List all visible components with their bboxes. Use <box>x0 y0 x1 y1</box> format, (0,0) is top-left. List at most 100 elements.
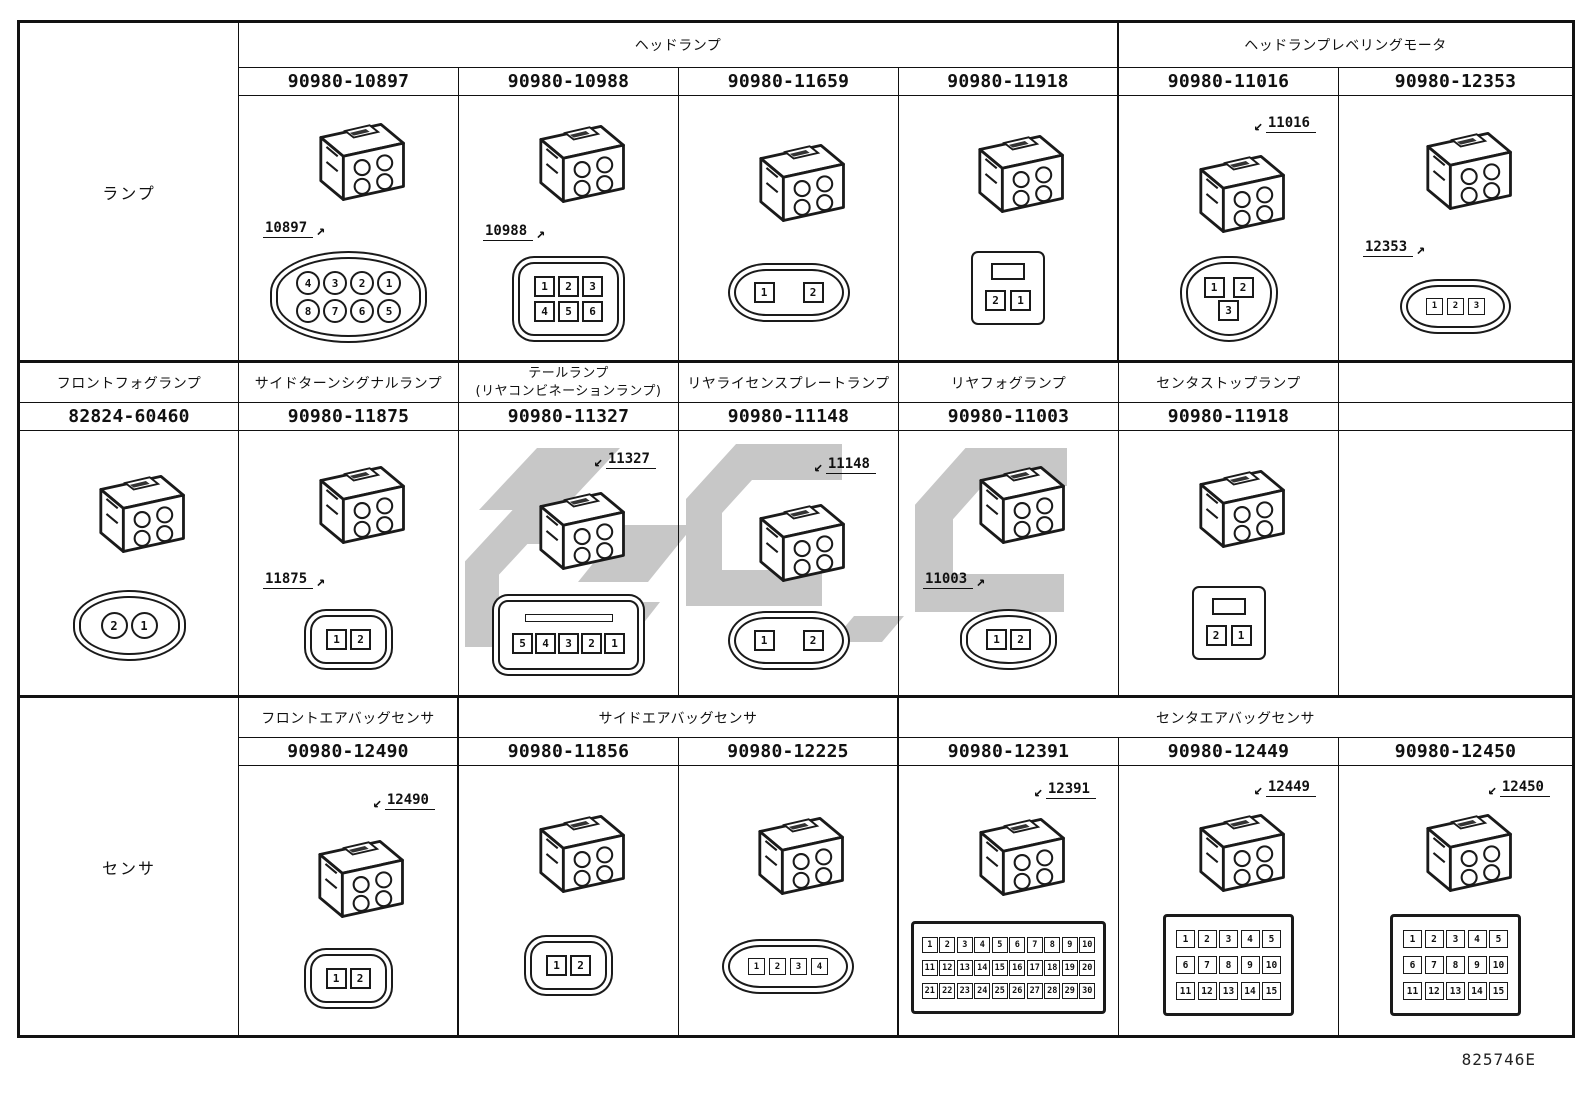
pin-19: 19 <box>1061 959 1078 976</box>
pin-5: 5 <box>1489 930 1508 949</box>
pin-3: 3 <box>323 271 347 295</box>
callout-label: ↙ 11016 <box>1254 115 1316 133</box>
pin-1: 1 <box>546 955 567 977</box>
group-header-center-airbag-sensor: センタエアバッグセンサ <box>899 698 1572 738</box>
part-number: 90980-12225 <box>679 738 899 766</box>
part-number: 90980-11918 <box>1119 403 1339 431</box>
pin-2: 2 <box>769 958 786 976</box>
pin-11: 11 <box>1176 982 1195 1001</box>
callout-arrow-icon: ↙ <box>593 451 603 470</box>
pin-21: 21 <box>921 982 938 999</box>
pin-1: 1 <box>377 271 401 295</box>
pin-4: 4 <box>296 271 320 295</box>
pin-4: 4 <box>535 632 556 654</box>
pin-15: 15 <box>1262 982 1281 1001</box>
pin-5: 5 <box>377 299 401 323</box>
pin-3: 3 <box>1446 930 1465 949</box>
connector-3d-view <box>1167 804 1291 900</box>
connector-3d-view <box>287 456 411 552</box>
pin-24: 24 <box>974 982 991 999</box>
pin-14: 14 <box>1240 982 1260 1001</box>
part-number: 90980-11327 <box>459 403 679 431</box>
callout-label: ↙ 12490 <box>373 792 435 810</box>
connector-3d-view <box>1167 145 1291 241</box>
pin-2: 2 <box>802 282 824 304</box>
pin-1: 1 <box>748 958 765 976</box>
pin-4: 4 <box>1240 930 1260 949</box>
connector-3d-view <box>67 465 191 561</box>
pin-11: 11 <box>921 959 938 976</box>
pin-14: 14 <box>974 959 991 976</box>
part-number: 90980-12353 <box>1339 68 1572 96</box>
callout-arrow-icon: ↙ <box>813 457 823 476</box>
connector-3d-view <box>727 134 851 230</box>
pin-5: 5 <box>1262 930 1281 949</box>
pin-2: 2 <box>558 275 579 297</box>
pin-22: 22 <box>939 982 956 999</box>
pin-2: 2 <box>349 968 371 989</box>
pin-2: 2 <box>570 955 591 977</box>
pin-18: 18 <box>1044 959 1061 976</box>
callout-label: ↙ 12391 <box>1034 781 1096 799</box>
pin-2: 2 <box>1197 930 1217 949</box>
pin-27: 27 <box>1026 982 1043 999</box>
part-number: 90980-11856 <box>459 738 679 766</box>
pin-1: 1 <box>1230 625 1252 647</box>
pin-9: 9 <box>1467 956 1487 975</box>
callout-label: ↙ 12450 <box>1488 779 1550 797</box>
pin-10: 10 <box>1079 936 1096 953</box>
callout-label: ↙ 12449 <box>1254 779 1316 797</box>
pin-13: 13 <box>956 959 973 976</box>
page-code: 825746E <box>1461 1050 1536 1069</box>
group-header-front-airbag-sensor: フロントエアバッグセンサ <box>239 698 459 738</box>
pin-1: 1 <box>604 632 625 654</box>
pin-16: 16 <box>1009 959 1026 976</box>
pin-11: 11 <box>1403 982 1422 1001</box>
part-number: 90980-11659 <box>679 68 899 96</box>
callout-arrow-icon: ↙ <box>1253 779 1263 798</box>
callout-arrow-icon: ↗ <box>536 224 546 242</box>
callout-label: ↙ 11148 <box>813 456 876 476</box>
category-label: ランプ <box>102 183 156 203</box>
pin-2: 2 <box>350 629 371 651</box>
pin-2: 2 <box>939 936 956 953</box>
pin-5: 5 <box>558 300 579 322</box>
part-number: 90980-10897 <box>239 68 459 96</box>
pin-3: 3 <box>1218 299 1239 321</box>
pin-7: 7 <box>1424 956 1444 975</box>
pin-7: 7 <box>323 299 347 323</box>
pin-2: 2 <box>985 290 1006 312</box>
pin-7: 7 <box>1026 936 1043 953</box>
pin-26: 26 <box>1009 982 1026 999</box>
pin-2: 2 <box>1424 930 1444 949</box>
part-number: 90980-12490 <box>239 738 459 766</box>
pin-10: 10 <box>1489 956 1508 975</box>
pin-8: 8 <box>1446 956 1465 975</box>
pin-23: 23 <box>956 982 973 999</box>
column-header-empty <box>1339 363 1572 403</box>
pin-17: 17 <box>1026 959 1043 976</box>
part-number: 90980-12391 <box>899 738 1119 766</box>
pin-6: 6 <box>1176 956 1195 975</box>
